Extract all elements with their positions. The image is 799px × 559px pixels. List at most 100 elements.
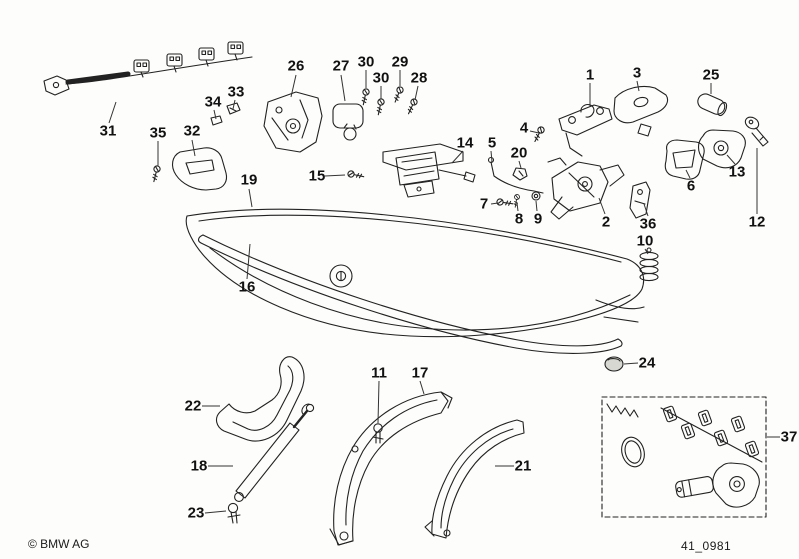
part-28-screw — [405, 97, 419, 116]
part-1-striker — [558, 103, 613, 157]
part-12-key — [744, 116, 769, 147]
part-11-clip — [372, 423, 384, 444]
part-18-gas-strut — [234, 403, 315, 502]
part-number-1: 1 — [586, 67, 594, 84]
leader-line — [490, 150, 493, 163]
part-number-11: 11 — [371, 365, 387, 382]
copyright-text: © BMW AG — [28, 537, 90, 551]
part-5-rod — [487, 156, 544, 194]
part-16-seal — [198, 234, 623, 354]
leader-line — [643, 203, 649, 217]
leader-line — [377, 380, 380, 424]
part-8-bolt — [512, 193, 521, 209]
leader-line — [213, 109, 217, 120]
part-number-7: 7 — [480, 196, 488, 213]
leader-line — [644, 248, 649, 255]
leader-line — [623, 362, 639, 365]
part-number-30: 30 — [358, 54, 375, 71]
part-3-cover — [613, 85, 669, 137]
leader-line — [290, 74, 297, 98]
doc-number: 41_0981 — [681, 539, 732, 553]
part-number-14: 14 — [457, 135, 474, 152]
part-number-5: 5 — [488, 135, 496, 152]
part-number-28: 28 — [411, 70, 428, 87]
part-number-35: 35 — [150, 125, 167, 142]
part-number-21: 21 — [515, 458, 532, 475]
part-34-clip — [210, 115, 223, 126]
part-19-trunk-lid — [185, 208, 645, 338]
part-36-bracket — [629, 181, 651, 219]
part-number-32: 32 — [184, 123, 201, 140]
part-number-34: 34 — [205, 94, 222, 111]
leader-line — [726, 154, 736, 165]
part-37-lock-kit — [601, 396, 767, 518]
part-25-bushing — [697, 93, 728, 117]
part-number-25: 25 — [703, 67, 720, 84]
part-number-10: 10 — [637, 233, 654, 250]
leader-line — [685, 169, 691, 179]
part-number-22: 22 — [185, 398, 202, 415]
part-32-grip — [171, 147, 228, 191]
part-29-screw — [391, 85, 405, 104]
part-number-13: 13 — [729, 164, 746, 181]
leader-line — [324, 174, 346, 177]
part-number-9: 9 — [534, 211, 542, 228]
part-number-6: 6 — [687, 178, 695, 195]
part-13-lock-housing — [697, 129, 746, 169]
part-number-33: 33 — [228, 84, 245, 101]
part-24-grommet — [604, 356, 624, 372]
leader-line — [248, 188, 253, 208]
leader-line — [191, 139, 196, 157]
leader-line — [518, 160, 522, 169]
part-number-36: 36 — [640, 216, 657, 233]
part-15-screw — [346, 169, 365, 181]
part-10-spring — [639, 247, 659, 282]
part-number-3: 3 — [633, 65, 641, 82]
part-number-24: 24 — [639, 355, 656, 372]
part-number-37: 37 — [781, 429, 798, 446]
part-number-18: 18 — [191, 458, 208, 475]
part-number-19: 19 — [241, 172, 258, 189]
part-number-16: 16 — [239, 279, 256, 296]
leader-line — [204, 510, 227, 514]
leader-line — [535, 200, 538, 212]
part-9-nut — [531, 191, 541, 201]
leader-line — [108, 101, 117, 124]
leader-line — [636, 80, 640, 92]
part-number-26: 26 — [288, 58, 305, 75]
part-number-4: 4 — [520, 120, 529, 137]
part-23-clip — [227, 502, 241, 524]
leader-line — [419, 380, 425, 395]
part-2-lock — [547, 157, 625, 220]
part-number-31: 31 — [100, 123, 117, 140]
leader-line — [516, 202, 519, 212]
leader-line — [232, 99, 236, 110]
part-number-8: 8 — [515, 211, 523, 228]
leader-line — [451, 150, 464, 164]
part-20-clip — [512, 167, 528, 181]
part-4-bolt — [531, 125, 546, 144]
leader-line — [529, 130, 540, 134]
part-number-12: 12 — [749, 214, 766, 231]
leader-line — [414, 85, 419, 101]
part-30-screw-b — [374, 97, 386, 116]
leader-line — [490, 202, 499, 205]
part-number-23: 23 — [188, 505, 205, 522]
part-30-screw-a — [359, 87, 371, 106]
leader-line — [340, 74, 346, 102]
leader-line — [598, 197, 606, 215]
leader-lines — [108, 70, 780, 514]
part-6-gasket — [664, 139, 705, 180]
part-number-30: 30 — [373, 70, 390, 87]
part-22-hinge-bracket — [215, 356, 305, 442]
part-7-screw — [495, 197, 514, 208]
part-31-wiring-harness — [43, 41, 253, 96]
part-number-27: 27 — [333, 58, 350, 75]
part-number-2: 2 — [602, 214, 610, 231]
part-26-lock-actuator — [263, 91, 323, 153]
part-number-15: 15 — [309, 168, 326, 185]
leader-line — [246, 243, 251, 280]
